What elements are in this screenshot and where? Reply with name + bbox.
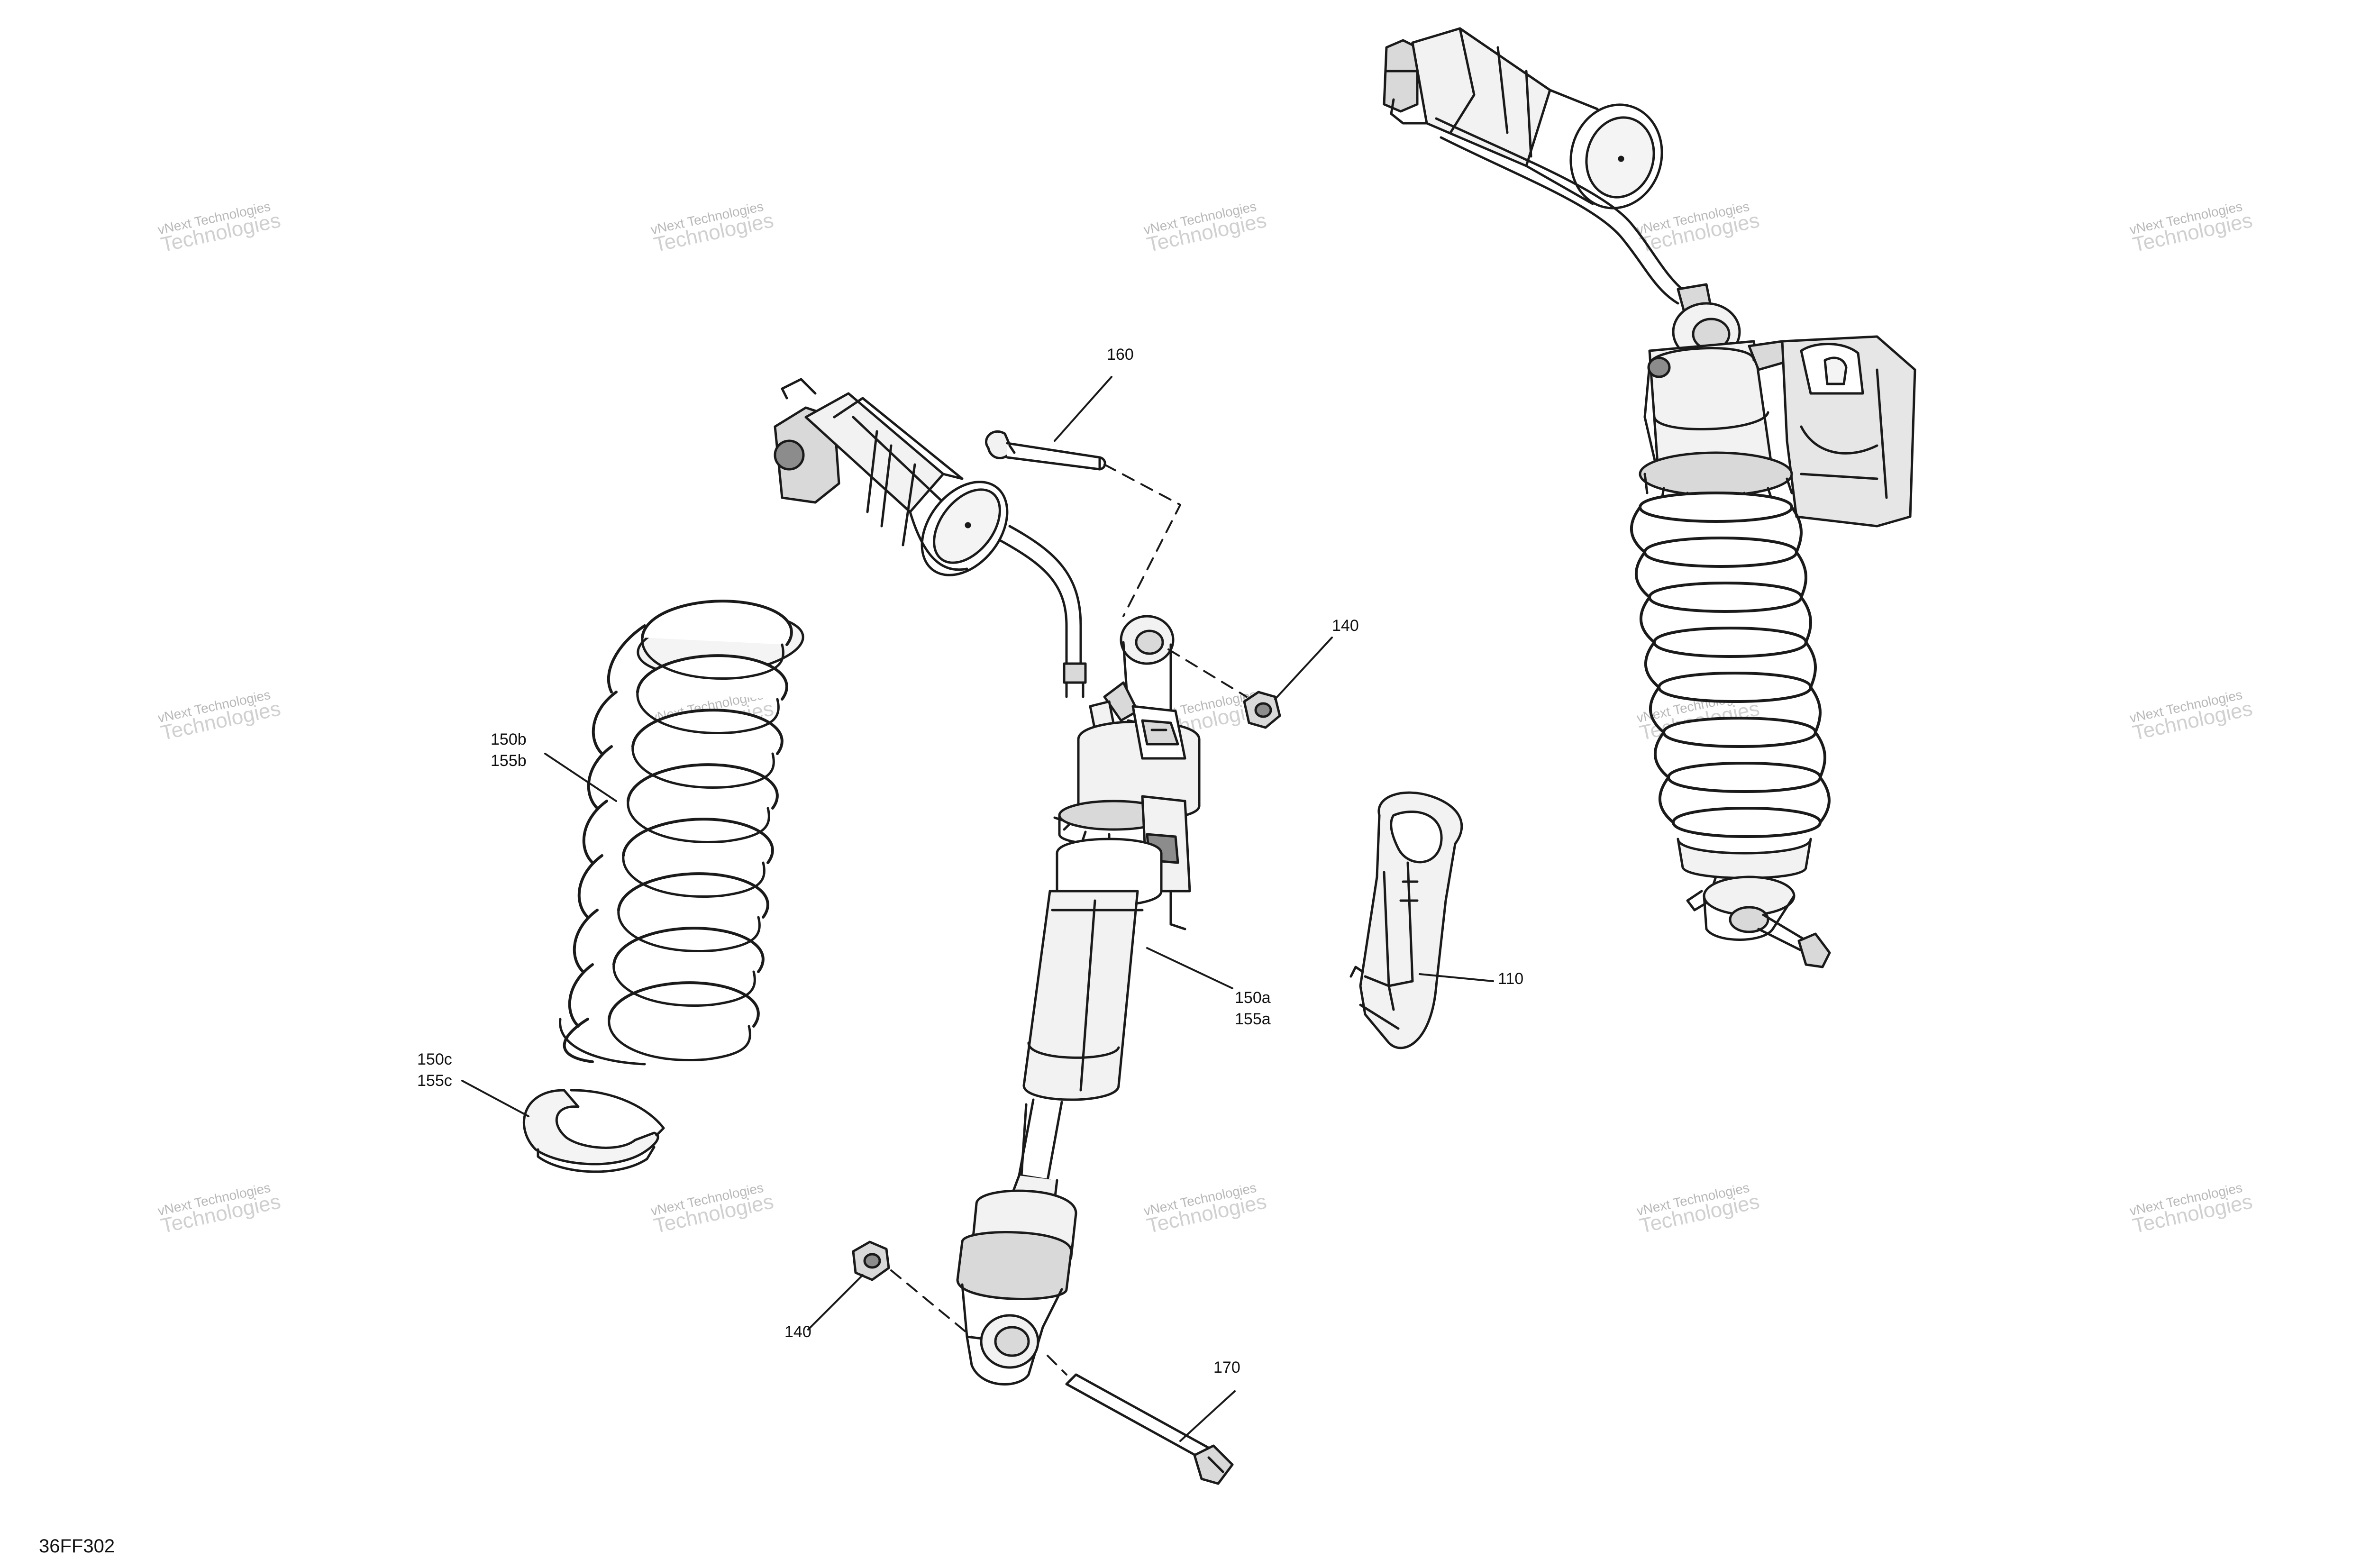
callout-150b: 150b [491, 730, 527, 748]
lower-mount [956, 1189, 1077, 1386]
hose [999, 525, 1087, 698]
callout-140-bottom: 140 [784, 1323, 811, 1341]
assembled-shock [1383, 27, 1916, 968]
assembled-head [1643, 302, 1793, 485]
callout-160: 160 [1107, 346, 1134, 364]
callout-110: 110 [1498, 970, 1524, 988]
coil-spring [559, 600, 804, 1066]
assembled-lower [1677, 838, 1831, 968]
callout-150a: 150a [1235, 989, 1271, 1007]
bolt-160 [984, 430, 1106, 471]
callout-140-top: 140 [1332, 617, 1359, 635]
reservoir [774, 378, 1009, 576]
shock-absorber-assembly [774, 378, 1201, 1386]
guard-110 [1349, 791, 1463, 1049]
callout-150c: 150c [417, 1050, 452, 1068]
assembled-clip [1781, 335, 1916, 528]
nut-140-top [1243, 691, 1281, 729]
leader-lines [461, 376, 1494, 1442]
callout-170: 170 [1213, 1358, 1240, 1377]
assembled-coil-sides [1630, 506, 1831, 824]
spring-seat-ring [522, 1089, 665, 1173]
shock-head [1077, 705, 1201, 821]
shock-body [1022, 838, 1163, 1101]
bolt-170 [1065, 1373, 1234, 1485]
callout-155c: 155c [417, 1072, 452, 1090]
figure-id: 36FF302 [39, 1536, 115, 1557]
nut-140-bottom [852, 1240, 890, 1281]
assembled-reservoir [1383, 27, 1663, 210]
alignment-lines [890, 464, 1248, 1376]
callout-155b: 155b [491, 752, 527, 770]
assembled-coils [1639, 492, 1822, 838]
callout-155a: 155a [1235, 1010, 1271, 1028]
